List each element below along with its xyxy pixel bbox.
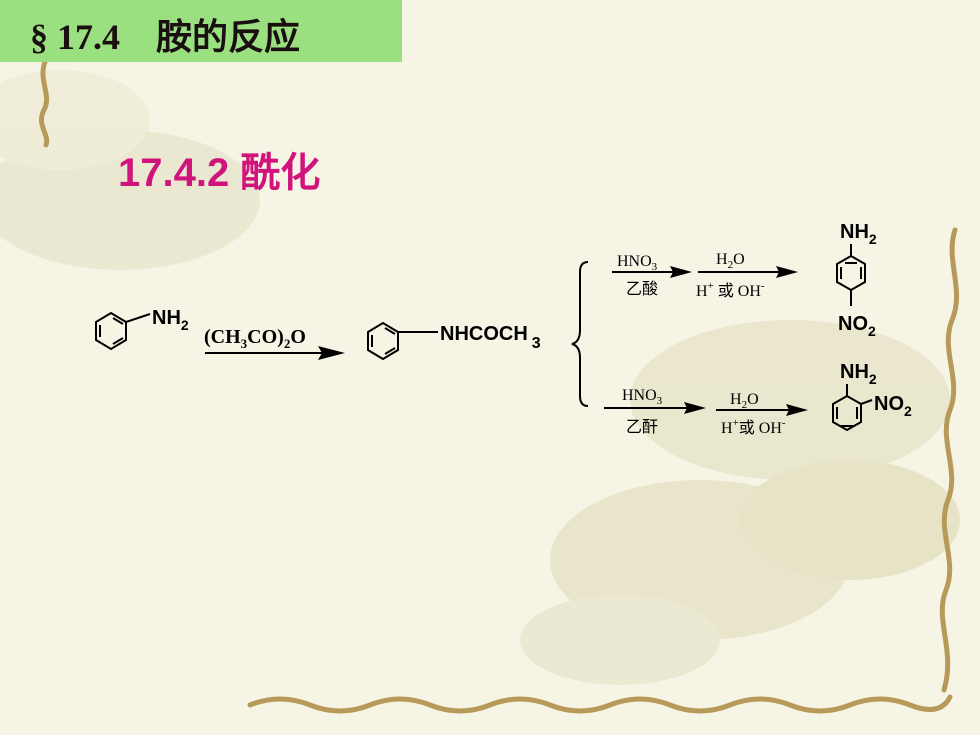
ortho-product-nh2-label: NH2 <box>840 361 877 387</box>
para-step2-reagent: H2O <box>716 251 745 271</box>
right-vine-decoration <box>939 227 960 693</box>
ortho-product-no2-label: NO2 <box>874 393 912 419</box>
reaction-arrow-1 <box>205 346 345 360</box>
ortho-step1-reagent: HNO3 <box>622 387 663 407</box>
ortho-step2-arrow <box>716 404 808 416</box>
para-nitroaniline-ring <box>836 244 866 306</box>
branch-brace <box>571 261 589 407</box>
para-step2-condition: H+ 或 OH- <box>696 280 765 300</box>
left-vine-decoration <box>39 59 50 148</box>
blossom-leaves-decoration <box>0 70 960 685</box>
para-step1-reagent: HNO3 <box>617 253 658 273</box>
section-banner: § 17.4 胺的反应 <box>0 0 402 62</box>
ortho-step1-solvent: 乙酐 <box>626 418 658 436</box>
para-product-no2-label: NO2 <box>838 313 876 339</box>
acetanilide-benzene-ring <box>367 321 438 361</box>
para-step1-solvent: 乙酸 <box>626 280 658 298</box>
section-title: § 17.4 胺的反应 <box>30 17 301 57</box>
ortho-step2-condition: H+或 OH- <box>721 417 786 437</box>
para-step2-arrow <box>698 266 798 278</box>
aniline-benzene-ring <box>95 311 151 351</box>
ortho-nitroaniline-ring <box>832 384 873 432</box>
ortho-step1-arrow <box>604 402 706 414</box>
para-step1-arrow <box>612 266 692 278</box>
aniline-nh2-label: NH2 <box>152 307 189 333</box>
sub-heading: 17.4.2 酰化 <box>118 151 321 195</box>
ortho-step2-reagent: H2O <box>730 391 759 411</box>
reagent-acetic-anhydride: (CH3CO)2O <box>204 326 306 351</box>
bottom-vine-decoration <box>247 694 953 714</box>
para-product-nh2-label: NH2 <box>840 221 877 247</box>
